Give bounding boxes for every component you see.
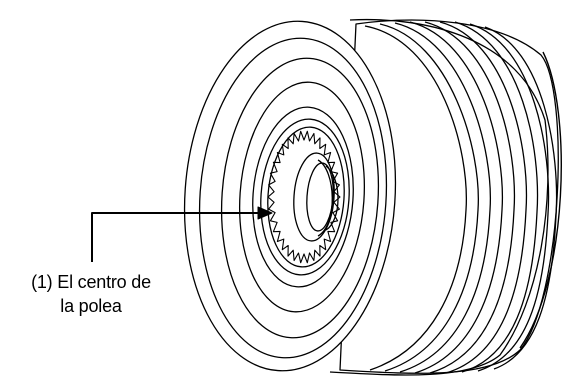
callout-leader bbox=[91, 212, 262, 262]
pulley-center-hub bbox=[260, 118, 350, 276]
spline-teeth bbox=[267, 130, 341, 264]
arrow-right-icon bbox=[257, 206, 273, 220]
callout-label: (1) El centro de la polea bbox=[8, 270, 174, 318]
callout-line-2: la polea bbox=[60, 296, 122, 316]
pulley-grooves bbox=[364, 21, 558, 374]
callout-line-1: (1) El centro de bbox=[31, 272, 151, 292]
